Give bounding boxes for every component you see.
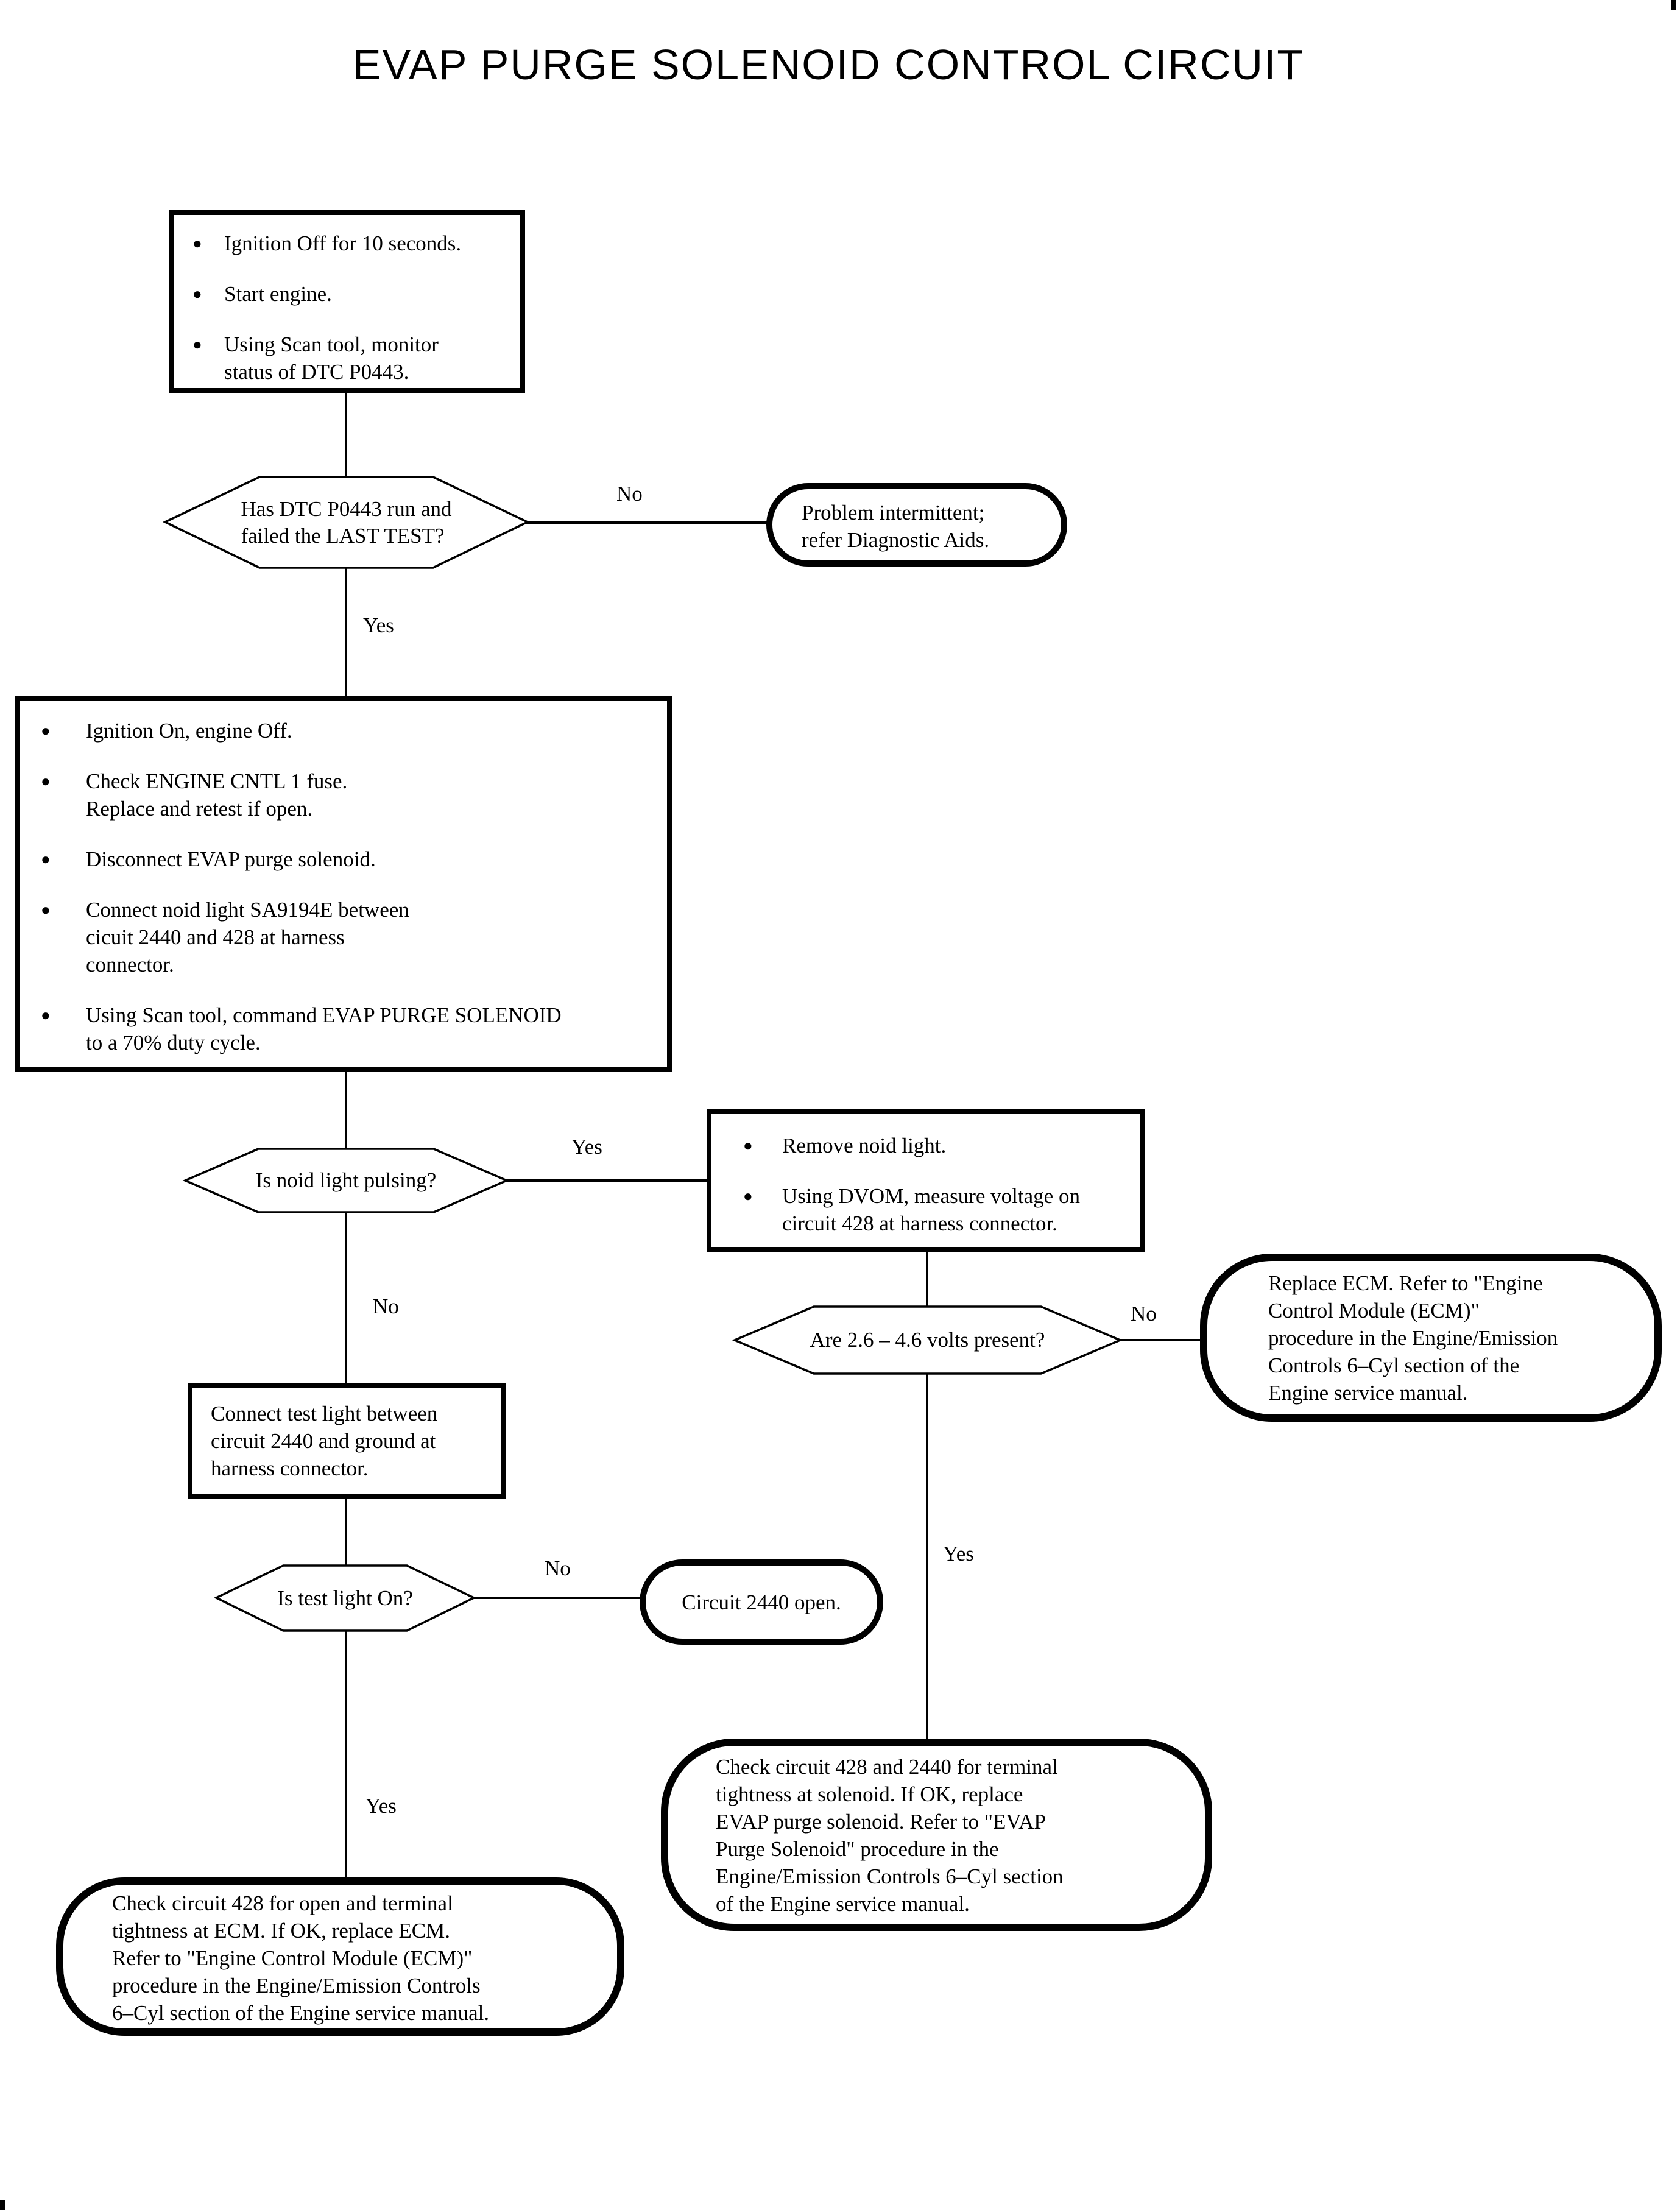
scan-mark-bottom-left bbox=[0, 2200, 5, 2210]
decision-hexagon-noid bbox=[182, 1148, 510, 1213]
connect-test-light-box: Connect test light between circuit 2440 … bbox=[188, 1383, 506, 1499]
scan-mark-top-right bbox=[1671, 0, 1676, 10]
measure-voltage-box: ● Remove noid light. ● Using DVOM, measure … bbox=[707, 1109, 1145, 1252]
edge-label-no-volts: No bbox=[1131, 1302, 1157, 1326]
bullet-icon: ● bbox=[192, 285, 202, 303]
edge-label-no-testlight: No bbox=[545, 1556, 571, 1580]
edge-label-yes-volts: Yes bbox=[943, 1542, 974, 1566]
prepare-test-box: ● Ignition On, engine Off. ● Check ENGINE C… bbox=[15, 696, 672, 1072]
decision-test-light-on: Is test light On? bbox=[277, 1586, 413, 1610]
terminal-circuit-2440-open: Circuit 2440 open. bbox=[640, 1559, 883, 1645]
connectors bbox=[345, 390, 1205, 1882]
bullet-item: ● Disconnect EVAP purge solenoid. bbox=[41, 846, 658, 873]
decision-volts-present: Are 2.6 – 4.6 volts present? bbox=[810, 1328, 1045, 1352]
decision-dtc-last-test: Has DTC P0443 run and failed the LAST TE… bbox=[241, 496, 452, 548]
edge-label-yes-dtc: Yes bbox=[363, 613, 394, 637]
bullet-item: ● Check ENGINE CNTL 1 fuse. Replace and r… bbox=[41, 768, 658, 822]
bullet-icon: ● bbox=[743, 1137, 753, 1154]
bullet-icon: ● bbox=[192, 235, 202, 252]
bullet-item: ● Start engine. bbox=[192, 280, 512, 308]
bullet-text: Using Scan tool, monitor status of DTC P… bbox=[224, 333, 439, 384]
bullet-item: ● Connect noid light SA9194E between cicu… bbox=[41, 896, 658, 978]
bullet-text: Using Scan tool, command EVAP PURGE SOLE… bbox=[86, 1003, 562, 1054]
bullet-icon: ● bbox=[41, 901, 51, 919]
decision-hexagon-volts bbox=[732, 1305, 1123, 1375]
bullet-item: ● Ignition On, engine Off. bbox=[41, 717, 658, 744]
bullet-icon: ● bbox=[41, 1006, 51, 1024]
terminal-check-solenoid-circuits: Check circuit 428 and 2440 for terminal … bbox=[661, 1739, 1212, 1931]
bullet-text: Connect noid light SA9194E between cicui… bbox=[86, 898, 409, 976]
start-conditions-box: ● Ignition Off for 10 seconds. ● Start engi… bbox=[169, 210, 525, 393]
bullet-icon: ● bbox=[41, 722, 51, 740]
bullet-text: Ignition Off for 10 seconds. bbox=[224, 231, 462, 255]
bullet-text: Remove noid light. bbox=[782, 1134, 947, 1157]
bullet-icon: ● bbox=[192, 336, 202, 353]
bullet-item: ● Remove noid light. bbox=[743, 1132, 1132, 1159]
bullet-item: ● Ignition Off for 10 seconds. bbox=[192, 230, 512, 257]
bullet-icon: ● bbox=[41, 850, 51, 868]
terminal-replace-ecm: Replace ECM. Refer to "Engine Control Mo… bbox=[1200, 1254, 1662, 1422]
bullet-item: ● Using Scan tool, monitor status of DTC … bbox=[192, 331, 512, 386]
bullet-item: ● Using DVOM, measure voltage on circuit … bbox=[743, 1182, 1132, 1237]
decision-noid-pulsing: Is noid light pulsing? bbox=[255, 1168, 437, 1192]
decision-hexagon-dtc bbox=[162, 476, 531, 569]
edge-label-yes-testlight: Yes bbox=[365, 1794, 397, 1818]
bullet-icon: ● bbox=[41, 772, 51, 790]
edge-label-no-dtc: No bbox=[616, 482, 643, 506]
decision-hexagon-testlight bbox=[213, 1564, 477, 1632]
terminal-problem-intermittent: Problem intermittent; refer Diagnostic A… bbox=[766, 483, 1067, 567]
bullet-text: Disconnect EVAP purge solenoid. bbox=[86, 847, 376, 871]
terminal-check-ecm-circuit: Check circuit 428 for open and terminal … bbox=[56, 1877, 624, 2036]
bullet-text: Ignition On, engine Off. bbox=[86, 719, 292, 743]
bullet-text: Using DVOM, measure voltage on circuit 4… bbox=[782, 1184, 1080, 1235]
bullet-text: Check ENGINE CNTL 1 fuse. Replace and re… bbox=[86, 769, 348, 821]
bullet-icon: ● bbox=[743, 1187, 753, 1205]
edge-label-no-noid: No bbox=[373, 1294, 399, 1318]
bullet-text: Start engine. bbox=[224, 282, 332, 306]
page-title: EVAP PURGE SOLENOID CONTROL CIRCUIT bbox=[352, 41, 1305, 88]
edge-label-yes-noid: Yes bbox=[571, 1135, 602, 1159]
bullet-item: ● Using Scan tool, command EVAP PURGE SOL… bbox=[41, 1001, 658, 1056]
